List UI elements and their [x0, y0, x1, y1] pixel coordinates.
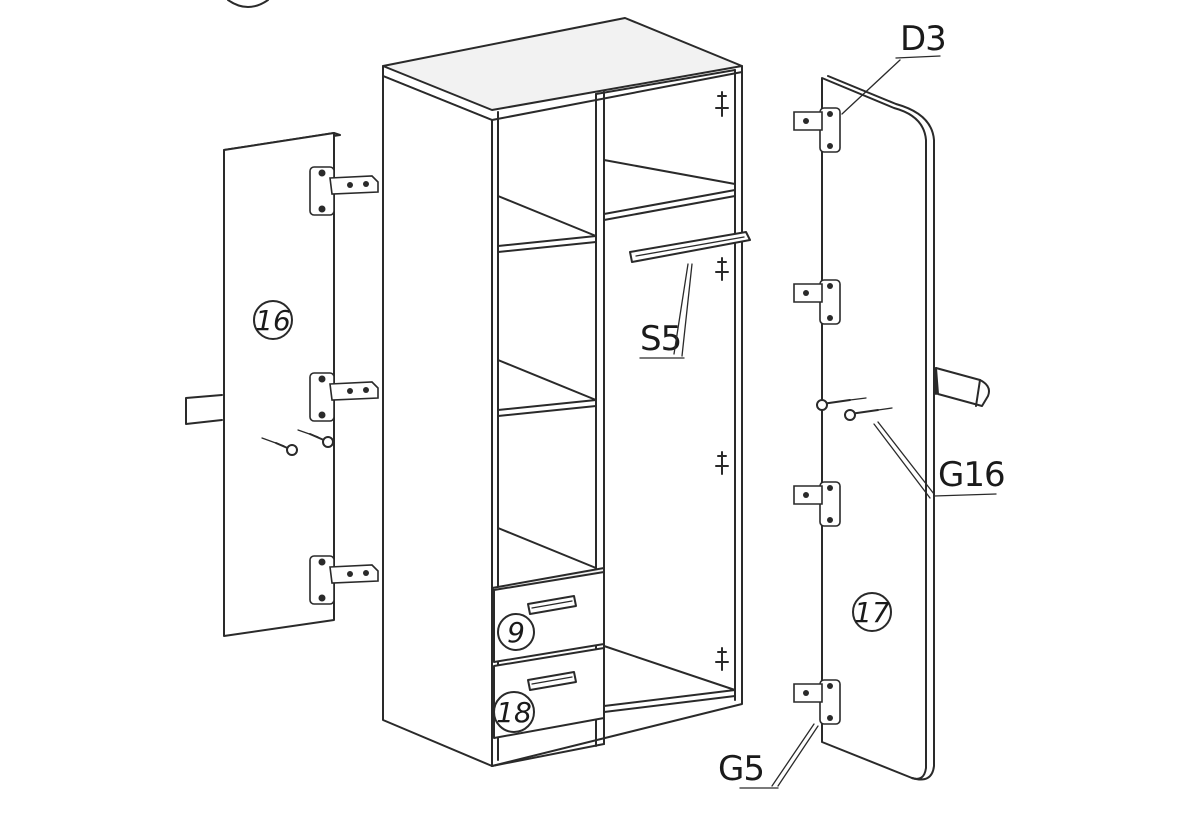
right-door-number-circle [852, 592, 892, 632]
wardrobe-carcass [382, 17, 751, 767]
drawer-bottom-number-circle [493, 691, 535, 733]
callout-s5: S5 [639, 263, 693, 359]
right-door-screws [816, 397, 893, 421]
callout-g16: G16 [873, 421, 1006, 499]
left-door-hinge-top [309, 166, 379, 216]
right-door-hinge-1 [793, 107, 841, 153]
svg-text:G16: G16 [938, 455, 1005, 495]
left-door: 16 [185, 132, 379, 637]
drawer-bottom-number: 18 [496, 696, 532, 729]
drawer-top-number: 9 [507, 616, 525, 649]
door-handle [935, 367, 990, 407]
right-door-hinge-2 [793, 279, 841, 325]
drawer-top-number-circle [497, 613, 535, 651]
hanging-rail [629, 231, 751, 263]
svg-text:S5: S5 [640, 319, 681, 359]
left-door-screws [261, 429, 334, 456]
step-marker-circle [227, 0, 269, 8]
drawer-top: 9 [491, 567, 605, 663]
callout-d3: D3 [841, 19, 947, 115]
callout-g5: G5 [718, 723, 819, 789]
left-door-number: 16 [255, 304, 291, 337]
svg-text:G5: G5 [718, 749, 764, 789]
left-door-hinge-bottom [309, 555, 379, 605]
right-door-hinge-4 [793, 679, 841, 725]
drawer-bottom: 18 [493, 647, 605, 739]
right-door: 17 [793, 75, 935, 781]
left-door-hinge-middle [309, 372, 379, 422]
right-door-hinge-3 [793, 481, 841, 527]
svg-text:D3: D3 [900, 19, 946, 59]
left-door-number-circle [253, 300, 293, 340]
right-door-number: 17 [854, 596, 890, 629]
carcass-hinge-plates [715, 91, 729, 671]
